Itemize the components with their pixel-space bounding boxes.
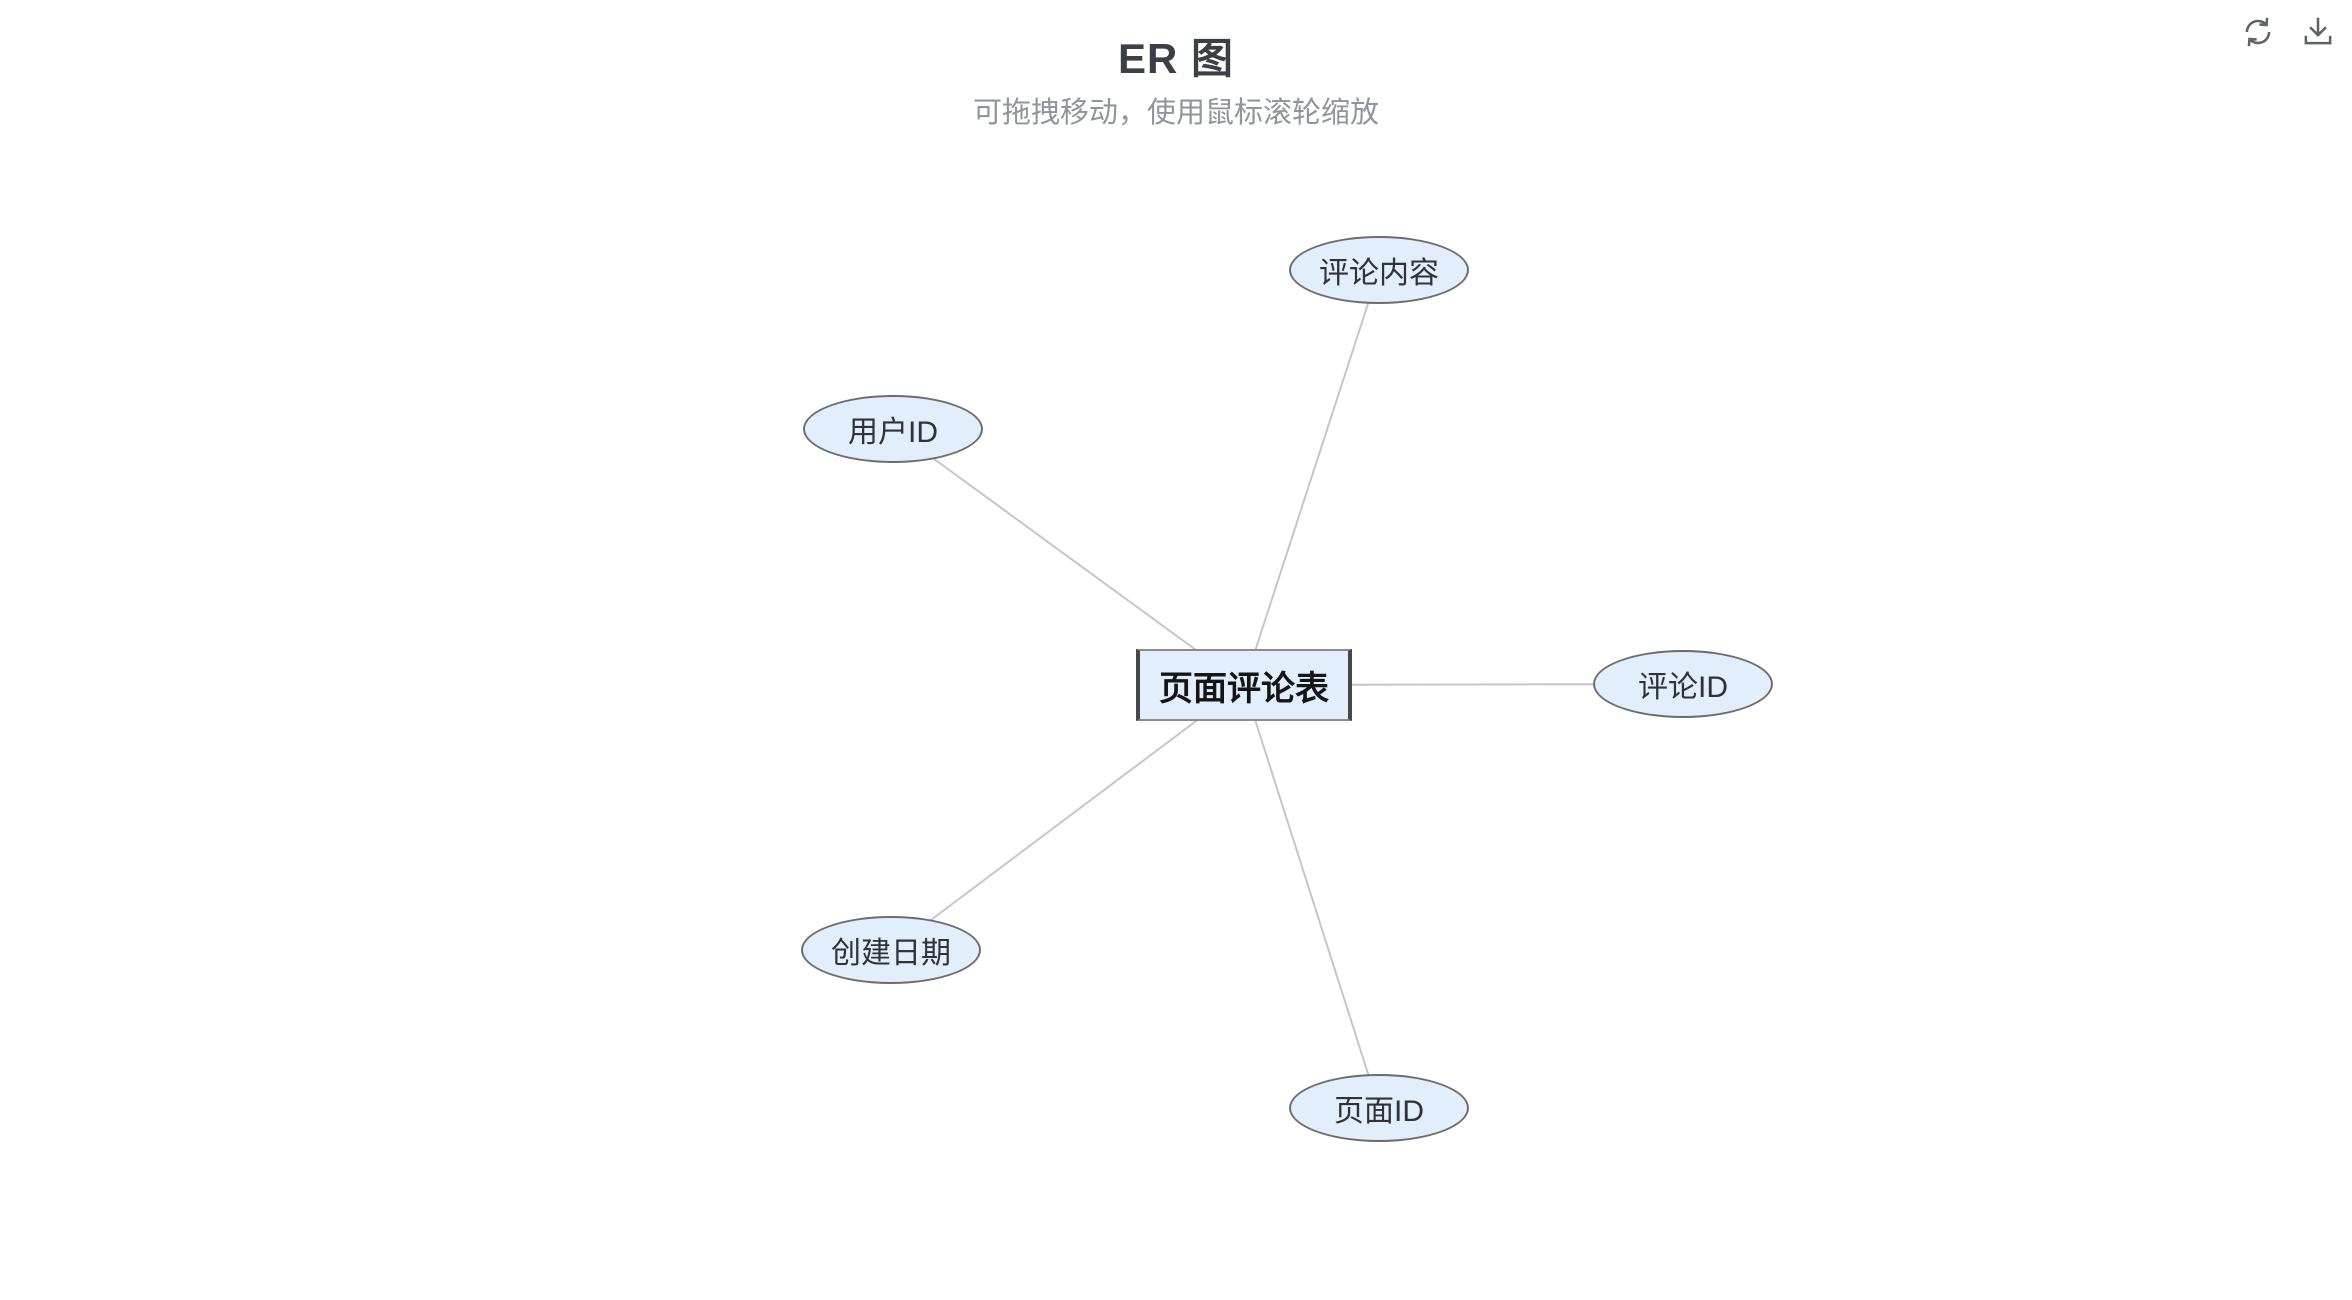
download-button[interactable] — [2296, 10, 2340, 54]
attribute-node-page-id[interactable]: 页面ID — [1289, 1074, 1469, 1142]
entity-label: 页面评论表 — [1159, 669, 1329, 708]
edge-entity-to-page-id — [1243, 684, 1380, 1109]
download-icon — [2304, 17, 2332, 45]
refresh-button[interactable] — [2236, 10, 2280, 54]
attribute-node-user-id[interactable]: 用户ID — [803, 395, 983, 463]
attribute-node-comment-id[interactable]: 评论ID — [1593, 650, 1773, 718]
refresh-icon — [2245, 17, 2271, 47]
entity-node-page-comment-table[interactable]: 页面评论表 — [1136, 649, 1352, 721]
attribute-node-comment-content[interactable]: 评论内容 — [1289, 236, 1469, 304]
toolbar — [2236, 10, 2340, 54]
attribute-label: 创建日期 — [831, 937, 951, 970]
attribute-label: 页面ID — [1334, 1095, 1424, 1128]
edge-entity-to-comment-content — [1243, 269, 1380, 686]
edge-entity-to-create-date — [890, 684, 1245, 951]
attribute-node-create-date[interactable]: 创建日期 — [801, 916, 981, 984]
attribute-label: 用户ID — [848, 416, 938, 449]
attribute-label: 评论内容 — [1319, 257, 1439, 290]
edge-entity-to-user-id — [892, 428, 1245, 686]
attribute-label: 评论ID — [1638, 671, 1728, 704]
